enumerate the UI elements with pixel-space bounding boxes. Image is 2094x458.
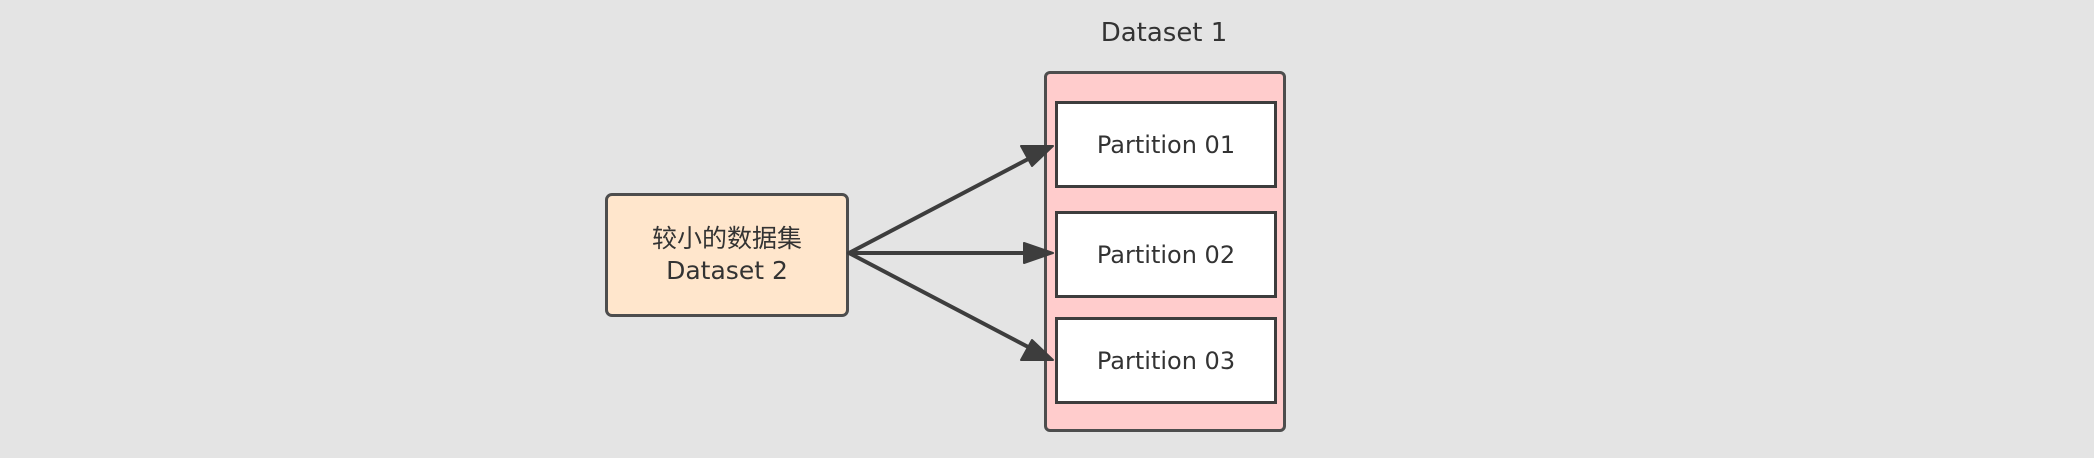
partition-01-label: Partition 01	[1096, 130, 1236, 159]
partition-03-box: Partition 03	[1055, 317, 1277, 404]
partition-03-label: Partition 03	[1096, 346, 1236, 375]
partition-02-label: Partition 02	[1096, 240, 1236, 269]
arrowhead-partition-02	[1023, 242, 1054, 264]
arrow-to-partition-01	[847, 155, 1034, 255]
arrowhead-partition-01	[1020, 145, 1054, 167]
partition-02-box: Partition 02	[1055, 211, 1277, 298]
arrowhead-partition-03	[1020, 339, 1054, 361]
dataset2-label: Dataset 2	[666, 256, 788, 285]
dataset2-box: 较小的数据集 Dataset 2	[605, 193, 849, 317]
dataset2-label-chinese: 较小的数据集	[651, 224, 802, 253]
arrow-to-partition-03	[847, 251, 1034, 351]
dataset1-title: Dataset 1	[1100, 18, 1228, 48]
partition-01-box: Partition 01	[1055, 101, 1277, 188]
